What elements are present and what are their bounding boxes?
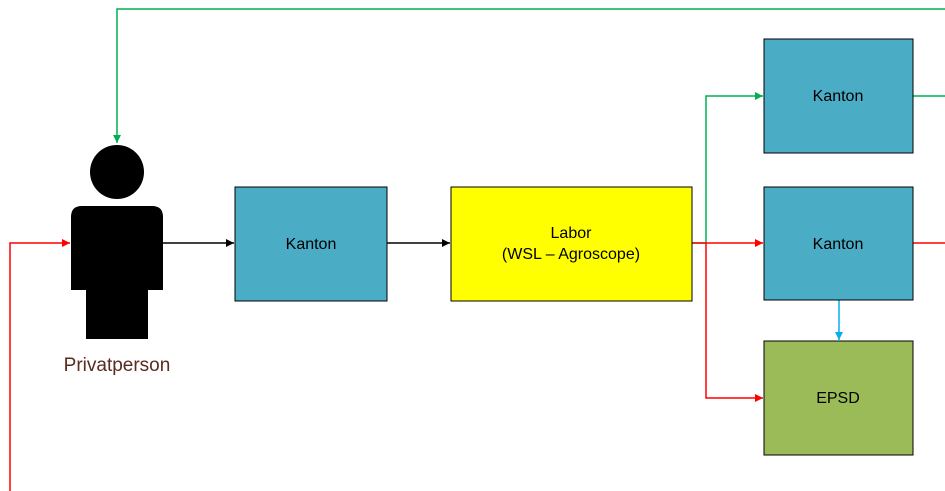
kanton-first-node: Kanton (234, 186, 388, 302)
epsd-node: EPSD (763, 340, 914, 456)
kanton-mid-label: Kanton (813, 236, 864, 253)
labor-node: Labor (WSL – Agroscope) (450, 186, 693, 302)
person-icon (71, 145, 163, 339)
arrow-labor-to-kanton-top (692, 92, 763, 244)
labor-label-line1: Labor (551, 225, 593, 242)
person-label: Privatperson (64, 355, 171, 376)
epsd-label: EPSD (816, 390, 860, 407)
kanton-first-label: Kanton (286, 236, 337, 253)
labor-label-line2: (WSL – Agroscope) (502, 246, 640, 263)
kanton-top-node: Kanton (763, 38, 914, 154)
red-return-connector (9, 239, 70, 491)
kanton-top-label: Kanton (813, 88, 864, 105)
green-return-connector (113, 8, 945, 143)
kanton-mid-node: Kanton (763, 186, 914, 301)
arrow-labor-to-epsd (705, 243, 763, 402)
